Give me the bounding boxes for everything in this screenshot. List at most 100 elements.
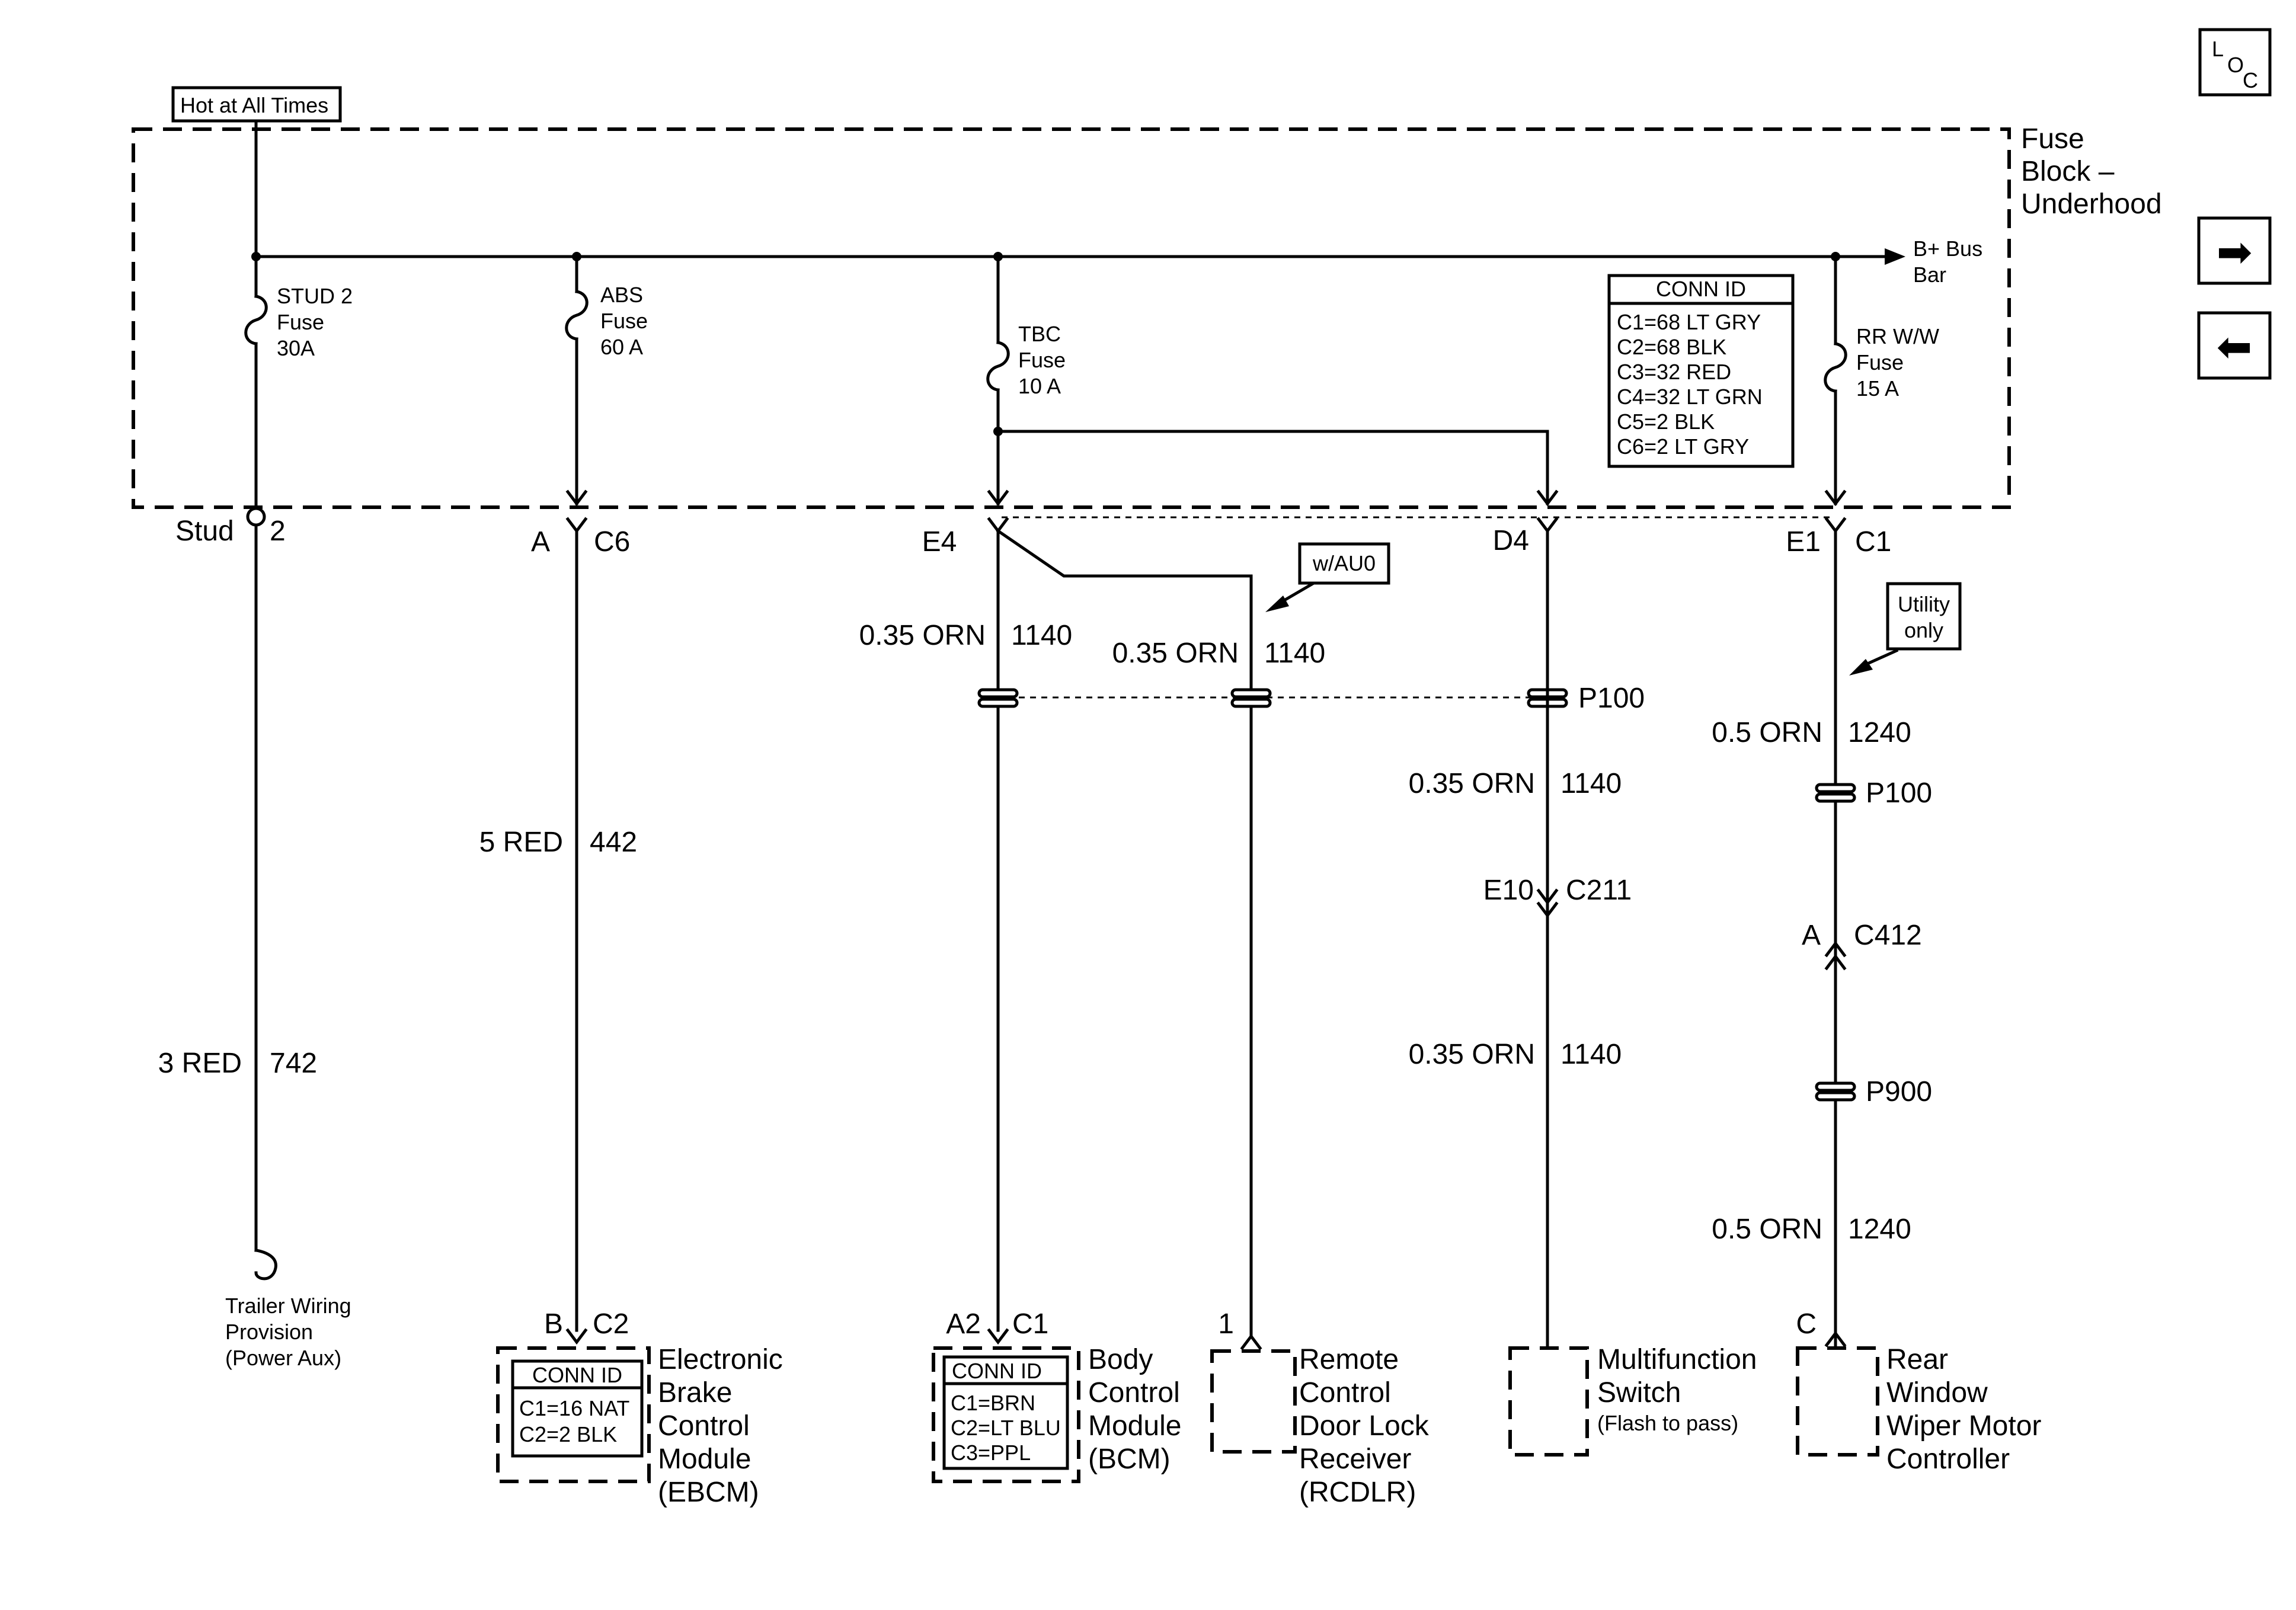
svg-text:Rear: Rear [1886, 1344, 1948, 1375]
option-utility-callout: Utility only [1849, 582, 1962, 676]
trailer-wiring-label: Trailer Wiring Provision (Power Aux) [225, 1294, 351, 1370]
svg-text:Switch: Switch [1597, 1377, 1681, 1409]
svg-text:STUD 2: STUD 2 [277, 284, 353, 308]
splice-p900: P900 [1815, 1076, 1932, 1108]
wire-742-circuit: 742 [270, 1048, 317, 1079]
wire-1140-d4-lower-circuit: 1140 [1560, 1039, 1622, 1070]
wire-1240-lower-circuit: 1240 [1848, 1214, 1911, 1245]
svg-text:C2=2 BLK: C2=2 BLK [519, 1422, 617, 1446]
rcdlr-module-outline [1210, 1349, 1297, 1454]
stud-2-terminal: Stud 2 [175, 507, 286, 547]
svg-text:(EBCM): (EBCM) [658, 1477, 759, 1508]
svg-text:Fuse: Fuse [1856, 350, 1904, 375]
svg-text:E4: E4 [922, 526, 957, 558]
svg-text:C412: C412 [1854, 920, 1922, 951]
svg-text:Underhood: Underhood [2021, 188, 2162, 220]
svg-text:A: A [531, 526, 550, 558]
svg-text:10 A: 10 A [1018, 374, 1061, 398]
svg-text:Door Lock: Door Lock [1299, 1410, 1430, 1442]
connector-c6-a: A C6 [531, 517, 630, 558]
svg-text:C1=16 NAT: C1=16 NAT [519, 1396, 629, 1420]
bus-bar-label: B+ Bus Bar [1913, 236, 1982, 287]
svg-text:B: B [544, 1308, 563, 1340]
svg-text:CONN ID: CONN ID [1656, 277, 1746, 301]
svg-text:30A: 30A [277, 336, 315, 360]
fuse-stud2: STUD 2 Fuse 30A [244, 255, 353, 507]
rcdlr-label: Remote Control Door Lock Receiver (RCDLR… [1299, 1344, 1430, 1508]
connector-c1-e1: E1 C1 [1786, 517, 1891, 558]
svg-text:E1: E1 [1786, 526, 1821, 558]
loc-button[interactable]: L O C [2198, 28, 2272, 97]
svg-text:Module: Module [1088, 1410, 1181, 1442]
ebcm-module-outline [496, 1346, 651, 1483]
svg-text:C4=32 LT GRN: C4=32 LT GRN [1617, 385, 1763, 409]
svg-text:TBC: TBC [1018, 322, 1061, 346]
wire-442-circuit: 442 [590, 827, 637, 858]
svg-text:C211: C211 [1566, 875, 1632, 906]
svg-text:15 A: 15 A [1856, 376, 1899, 401]
wire-1140-e4-circuit: 1140 [1011, 620, 1072, 651]
svg-text:60 A: 60 A [600, 335, 643, 359]
bcm-label: Body Control Module (BCM) [1088, 1344, 1181, 1475]
connector-c211: E10 C211 [1483, 875, 1632, 918]
svg-text:(BCM): (BCM) [1088, 1443, 1171, 1475]
svg-text:1: 1 [1218, 1308, 1234, 1340]
wire-1140-d4-upper-color: 0.35 ORN [1409, 768, 1535, 799]
svg-text:CONN ID: CONN ID [532, 1363, 622, 1387]
multifunction-switch-label: Multifunction Switch (Flash to pass) [1597, 1344, 1757, 1435]
svg-text:P100: P100 [1866, 777, 1932, 809]
svg-text:C6=2 LT GRY: C6=2 LT GRY [1617, 434, 1749, 459]
svg-text:P900: P900 [1866, 1076, 1932, 1108]
svg-text:Wiper Motor: Wiper Motor [1886, 1410, 2041, 1442]
trailer-ring-terminal [254, 1249, 277, 1281]
fuse-abs: ABS Fuse 60 A [565, 255, 648, 507]
svg-text:O: O [2227, 53, 2244, 77]
svg-text:L: L [2212, 37, 2224, 61]
svg-text:C2: C2 [593, 1308, 629, 1340]
connector-rear-wiper-c: C [1796, 1308, 1847, 1347]
svg-text:C: C [2243, 68, 2258, 92]
next-page-button[interactable]: ➡ [2197, 216, 2272, 285]
wire-1140-au0-branch [996, 529, 1253, 1338]
svg-text:Block –: Block – [2021, 156, 2115, 187]
svg-text:C: C [1796, 1308, 1817, 1340]
svg-text:only: only [1904, 618, 1943, 642]
svg-text:Fuse: Fuse [277, 310, 324, 334]
svg-text:A: A [1802, 920, 1821, 951]
bus-bar-arrow [1885, 248, 1905, 265]
wire-442-color: 5 RED [479, 827, 563, 858]
svg-text:Module: Module [658, 1443, 751, 1475]
svg-text:Fuse: Fuse [600, 309, 648, 333]
svg-text:C1=68 LT GRY: C1=68 LT GRY [1617, 310, 1761, 334]
svg-text:RR W/W: RR W/W [1856, 324, 1939, 348]
fuse-block-label: Fuse Block – Underhood [2021, 123, 2162, 220]
wire-742-color: 3 RED [158, 1048, 242, 1079]
svg-text:E10: E10 [1483, 875, 1534, 906]
svg-text:Provision: Provision [225, 1320, 313, 1344]
svg-text:CONN ID: CONN ID [952, 1359, 1042, 1383]
svg-text:C6: C6 [594, 526, 630, 558]
left-arrow-icon: ⬅ [2217, 324, 2252, 371]
svg-text:Window: Window [1886, 1377, 1988, 1409]
wire-1140-e4-color: 0.35 ORN [859, 620, 986, 651]
svg-text:Brake: Brake [658, 1377, 732, 1409]
svg-text:Bar: Bar [1913, 263, 1946, 287]
svg-text:Controller: Controller [1886, 1443, 2010, 1475]
svg-text:Body: Body [1088, 1344, 1153, 1375]
wire-1140-d4-upper-circuit: 1140 [1560, 768, 1622, 799]
previous-page-button[interactable]: ⬅ [2197, 311, 2272, 380]
svg-text:Utility: Utility [1898, 592, 1950, 616]
fuse-tbc: TBC Fuse 10 A [986, 255, 1559, 507]
fuse-block-conn-id-table: CONN ID C1=68 LT GRY C2=68 BLK C3=32 RED… [1607, 274, 1795, 468]
svg-text:(Flash to pass): (Flash to pass) [1597, 1411, 1738, 1435]
wire-1140-au0-color: 0.35 ORN [1112, 638, 1239, 669]
connector-bcm-c1: A2 C1 [946, 1308, 1048, 1345]
connector-ebcm-c2: B C2 [544, 1308, 629, 1345]
svg-text:Receiver: Receiver [1299, 1443, 1411, 1475]
svg-text:C1: C1 [1855, 526, 1891, 558]
connector-rcdlr-1: 1 [1218, 1308, 1262, 1350]
svg-text:C2=LT BLU: C2=LT BLU [951, 1416, 1061, 1440]
rear-wiper-controller-outline [1796, 1346, 1879, 1457]
svg-text:A2: A2 [946, 1308, 981, 1340]
